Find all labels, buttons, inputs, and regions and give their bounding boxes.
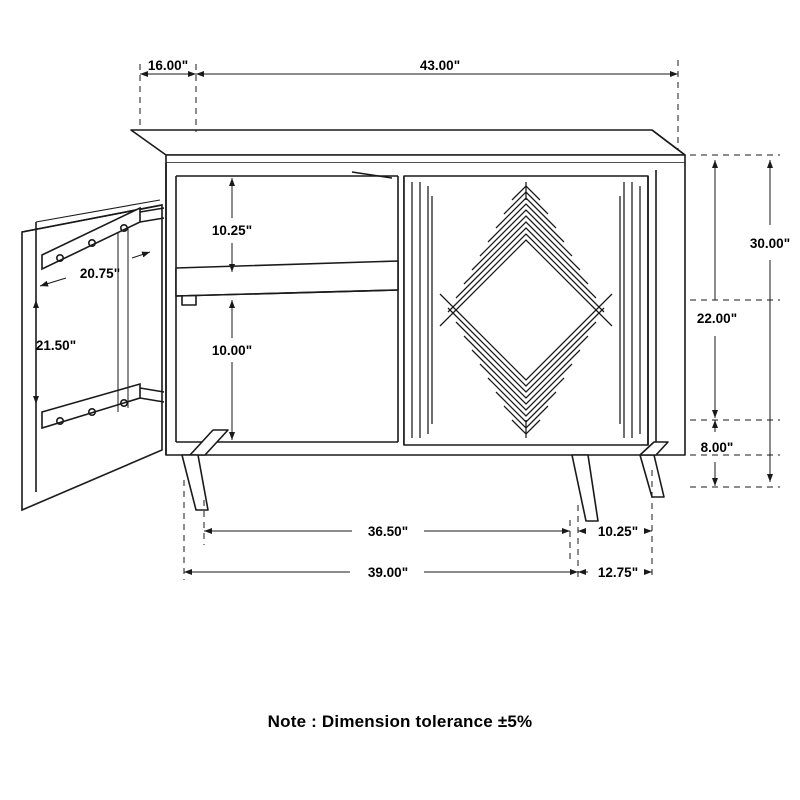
dim-total-height: 30.00"	[750, 236, 790, 251]
door-pattern	[411, 182, 641, 438]
dim-door-height: 21.50"	[36, 338, 76, 353]
dim-depth: 12.75"	[598, 565, 638, 580]
dim-upper-shelf: 10.25"	[212, 223, 252, 238]
dim-lower-shelf: 10.00"	[212, 343, 252, 358]
tolerance-note: Note : Dimension tolerance ±5%	[267, 712, 533, 731]
cabinet-body	[130, 129, 686, 522]
dim-overall-width: 39.00"	[368, 565, 408, 580]
dim-leg-span: 10.25"	[598, 524, 638, 539]
open-left-door	[21, 199, 165, 512]
dim-leg-height: 8.00"	[701, 440, 734, 455]
dim-door-width: 20.75"	[80, 266, 120, 281]
dim-top-left-width: 16.00"	[148, 58, 188, 73]
dim-front-width: 36.50"	[368, 524, 408, 539]
dimension-lines	[33, 60, 780, 580]
dim-top-main-width: 43.00"	[420, 58, 460, 73]
dim-body-height: 22.00"	[697, 311, 737, 326]
